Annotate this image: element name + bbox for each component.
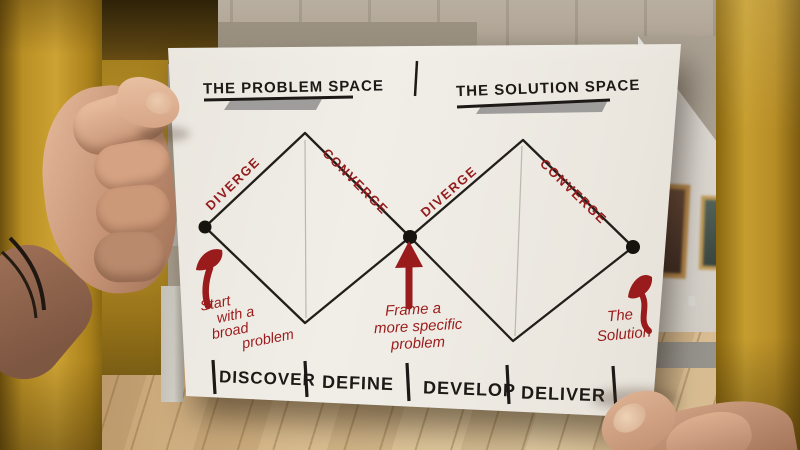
arrowhead-specific-problem — [395, 241, 423, 268]
note-line: problem — [390, 333, 446, 354]
diverge-label-problem: DIVERGE — [202, 153, 264, 214]
arrow-broad-problem — [202, 264, 214, 310]
problem-title-highlight — [224, 99, 322, 110]
note-line: Solution — [596, 323, 652, 346]
phase-separator — [405, 362, 411, 402]
arrow-solution — [638, 290, 652, 334]
diverge-label-solution: DIVERGE — [417, 162, 481, 221]
arrowhead-broad-problem — [196, 249, 223, 271]
bracelet — [0, 236, 46, 319]
note-specific-problem: Frame a more specific problem — [373, 299, 464, 355]
gold-pillar-right — [716, 0, 800, 450]
fold-line — [304, 139, 307, 319]
diamond-solution — [408, 138, 635, 343]
dot-midpoint — [403, 230, 417, 244]
solution-title-highlight — [476, 100, 608, 114]
arrowhead-solution — [628, 274, 653, 299]
fold-line — [514, 145, 523, 337]
note-line: more specific — [373, 315, 463, 338]
converge-label-solution: CONVERGE — [537, 155, 611, 228]
phase-discover: DISCOVER — [218, 367, 317, 390]
door-jamb — [161, 286, 183, 402]
note-solution: The Solution — [594, 304, 651, 347]
dot-start — [198, 220, 212, 234]
phase-define: DEFINE — [321, 371, 395, 395]
phase-separator — [505, 364, 511, 405]
phase-separator — [211, 359, 217, 395]
note-line: with a — [215, 303, 256, 327]
converge-label-problem: CONVERGE — [319, 145, 392, 218]
phase-develop: DEVELOP — [422, 377, 517, 401]
problem-space-title: THE PROBLEM SPACE — [202, 77, 385, 98]
problem-title-underline — [203, 95, 354, 102]
diamond-problem — [203, 131, 412, 325]
left-pinky-finger — [93, 230, 167, 284]
phase-separator — [303, 360, 309, 398]
note-line: The — [606, 306, 634, 326]
wall-label-card — [688, 296, 695, 306]
thumb-shadow — [138, 126, 190, 142]
note-line: broad — [210, 320, 250, 344]
note-line: Frame a — [384, 299, 442, 320]
solution-title-underline — [456, 98, 611, 109]
dot-solution — [626, 240, 640, 254]
solution-space-title: THE SOLUTION SPACE — [455, 76, 641, 101]
header-divider-line — [413, 60, 419, 97]
note-broad-problem: Start with a broad problem — [191, 284, 295, 361]
note-line: problem — [240, 326, 296, 353]
note-line: Start — [198, 293, 232, 315]
